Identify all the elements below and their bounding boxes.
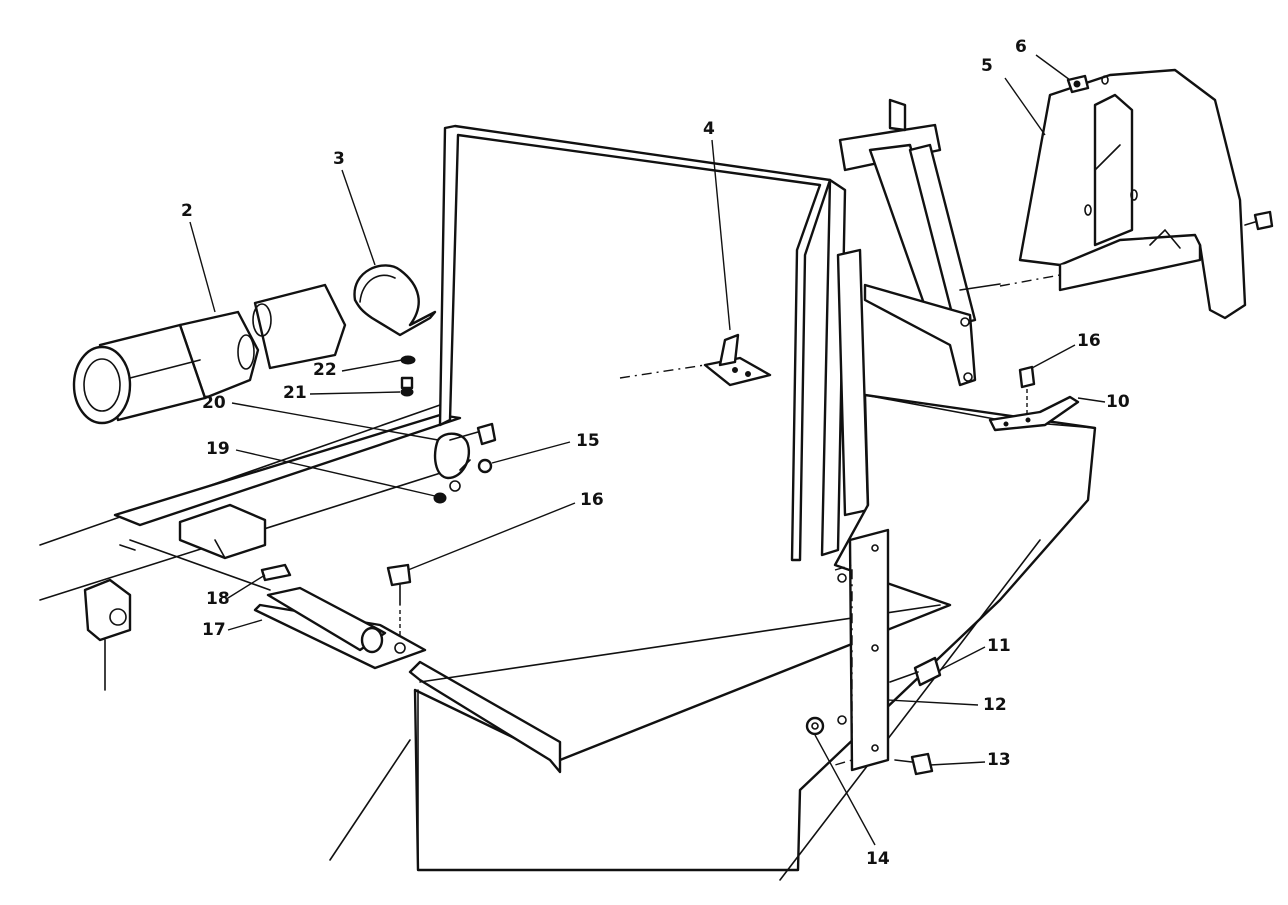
callout-10: 10 xyxy=(1106,392,1130,412)
callout-18: 18 xyxy=(206,589,230,609)
back-panel xyxy=(438,124,832,562)
callout-22: 22 xyxy=(313,360,337,380)
center-upright xyxy=(820,178,870,557)
callout-4: 4 xyxy=(703,119,715,139)
callout-11: 11 xyxy=(987,636,1011,656)
callout-17: 17 xyxy=(202,620,226,640)
callout-13: 13 xyxy=(987,750,1011,770)
callout-12: 12 xyxy=(983,695,1007,715)
bolt-13 xyxy=(894,752,934,776)
callout-15: 15 xyxy=(576,431,600,451)
side-bolt xyxy=(1244,210,1274,231)
callout-16-right: 16 xyxy=(1077,331,1101,351)
side-plate xyxy=(834,528,890,772)
callout-20: 20 xyxy=(202,393,226,413)
air-cleaner-2 xyxy=(72,310,260,425)
washer-22 xyxy=(400,355,416,365)
screw-21 xyxy=(400,376,414,397)
nut-14 xyxy=(805,716,825,736)
bolt-6 xyxy=(1066,74,1109,94)
bolt-16-left xyxy=(386,563,412,640)
callout-6: 6 xyxy=(1015,37,1027,57)
leader-lines xyxy=(189,54,1106,846)
switch-assembly xyxy=(433,422,497,504)
tab-18 xyxy=(260,563,292,582)
callout-14: 14 xyxy=(866,849,890,869)
main-box xyxy=(329,393,1097,881)
rail-clip-block xyxy=(178,503,267,560)
callout-21: 21 xyxy=(283,383,307,403)
shield-cover-5 xyxy=(999,68,1247,320)
callout-19: 19 xyxy=(206,439,230,459)
bracket-4 xyxy=(619,333,772,387)
top-crossbar-assembly xyxy=(838,98,1001,387)
left-mount-bracket xyxy=(83,578,132,691)
callout-3: 3 xyxy=(333,149,345,169)
bolt-16-right xyxy=(1018,365,1036,389)
clamp-3 xyxy=(353,264,437,337)
callout-16-left: 16 xyxy=(580,490,604,510)
bolt-11 xyxy=(889,656,942,687)
hinge-17 xyxy=(253,586,427,670)
callout-2: 2 xyxy=(181,201,193,221)
hose xyxy=(252,283,347,370)
bracket-plate-10 xyxy=(988,382,1080,432)
callout-5: 5 xyxy=(981,56,993,76)
